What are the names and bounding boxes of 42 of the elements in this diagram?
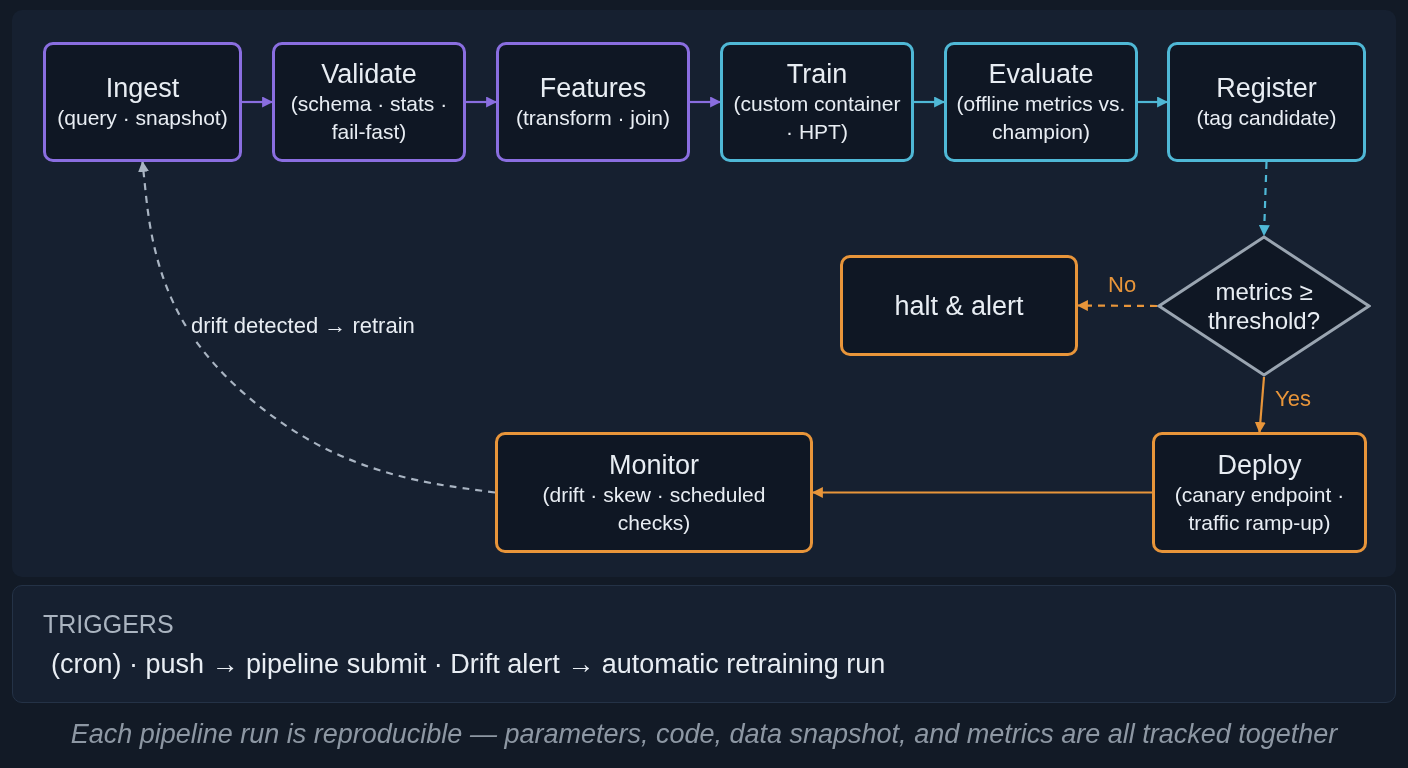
box-title: Train [785,58,849,90]
decision-diamond [1157,235,1371,377]
arrow [811,487,1152,498]
process-box [43,42,242,162]
box-title: Deploy [1216,448,1303,481]
box-detail: (tag candidate) [1195,105,1338,131]
box-title: Register [1215,72,1318,104]
arrow [138,160,496,494]
process-box [272,42,466,162]
box-title: Ingest [104,72,181,104]
section-heading: TRIGGERS [43,609,174,640]
box-title: Monitor [608,448,700,481]
arrow [1254,376,1266,434]
box-detail: (query · snapshot) [56,105,229,131]
box-title: Features [538,72,648,104]
box-detail: (schema · stats · fail-fast) [289,91,449,145]
process-box [1167,42,1366,162]
process-box [1152,432,1367,553]
arrow [1076,300,1157,312]
arrow [690,96,722,108]
box-detail: (offline metrics vs. champion) [955,91,1127,145]
arrow [242,96,274,108]
triggers-panel [12,585,1396,703]
trigger-list: (cron) · push → pipeline submit · Drift alert → automatic retraining run [51,644,886,684]
process-box [720,42,914,162]
box-detail: (drift · skew · scheduled checks) [541,481,767,536]
arrow [466,96,498,108]
box-detail: (custom container · HPT) [732,91,902,145]
box-title: halt & alert [893,289,1025,322]
arrow [914,96,946,108]
box-detail: (canary endpoint · traffic ramp-up) [1173,481,1346,536]
process-box [495,432,813,553]
decision-text: metrics ≥ threshold? [1206,277,1322,335]
box-detail: (transform · join) [515,105,671,131]
process-box [496,42,690,162]
process-box [944,42,1138,162]
box-title: Validate [320,58,418,90]
caption: Each pipeline run is reproducible — parameters, code, data snapshot, and metrics are all tracked together [69,719,1339,750]
box-title: Evaluate [987,58,1095,90]
process-box [840,255,1078,356]
arrow [1138,96,1169,108]
arrow [1258,161,1270,237]
